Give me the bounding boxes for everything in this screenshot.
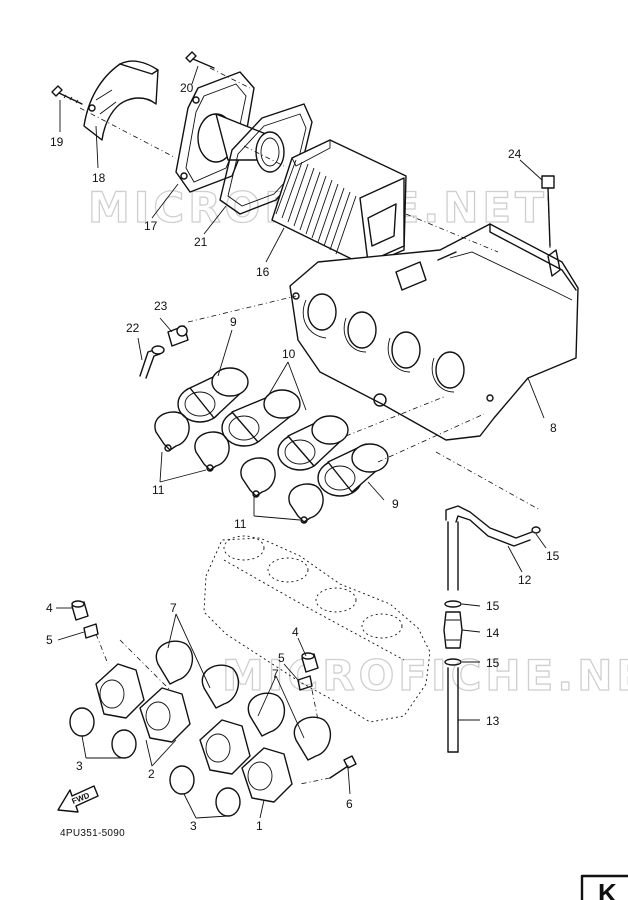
part-5-clip-right: [297, 675, 313, 691]
part-8-airbox: [289, 223, 579, 441]
part-13-hose-upper: [447, 521, 459, 591]
callout-5-right: 5: [278, 651, 285, 665]
part-20-bolt: [185, 51, 215, 69]
callout-14: 14: [486, 626, 500, 640]
assembly-lines: [79, 67, 541, 785]
callout-16: 16: [256, 265, 270, 279]
part-7-clamps: [155, 640, 332, 761]
part-22-hose: [139, 345, 165, 379]
callout-5-left: 5: [46, 633, 53, 647]
callout-24: 24: [508, 147, 522, 161]
callout-3-left: 3: [76, 759, 83, 773]
leader-lines: [56, 65, 547, 819]
part-19-bolt: [51, 85, 83, 105]
callout-12: 12: [518, 573, 532, 587]
part-4-cap-right: [301, 652, 319, 673]
callout-labels: 19 18 17 20 21 16 24 8 23 22 9 10 11 11 …: [46, 81, 560, 833]
part-24-bolt: [541, 175, 555, 249]
part-21-gasket: [219, 103, 313, 215]
part-13-hose-lower: [447, 667, 459, 753]
callout-22: 22: [126, 321, 140, 335]
part-23-cap: [167, 325, 189, 347]
callout-9-lower: 9: [392, 497, 399, 511]
part-4-cap-left: [71, 600, 89, 621]
callout-15-low: 15: [486, 656, 500, 670]
corner-box: K: [580, 874, 628, 900]
fwd-arrow: FWD: [57, 785, 99, 813]
callout-10: 10: [282, 347, 296, 361]
diagram-code: 4PU351-5090: [60, 828, 125, 839]
callout-8: 8: [550, 421, 557, 435]
part-10-joint-c: [277, 415, 349, 471]
callout-6: 6: [346, 797, 353, 811]
part-9-joint-a: [177, 367, 249, 423]
callout-9-upper: 9: [230, 315, 237, 329]
part-2-joints: [95, 663, 191, 743]
corner-letter: K: [598, 878, 617, 900]
callout-17: 17: [144, 219, 158, 233]
callout-7-left: 7: [170, 601, 177, 615]
callout-4-right: 4: [292, 625, 299, 639]
part-6-screw: [329, 755, 357, 779]
part-11-clamps: [154, 411, 324, 524]
callout-1: 1: [256, 819, 263, 833]
callout-15-top: 15: [546, 549, 560, 563]
callout-4-left: 4: [46, 601, 53, 615]
part-15-rings: [444, 600, 462, 666]
callout-3-right: 3: [190, 819, 197, 833]
callout-11-upper: 11: [152, 483, 165, 497]
part-14-filter: [443, 611, 463, 649]
callout-13: 13: [486, 714, 500, 728]
callout-23: 23: [154, 299, 168, 313]
carburetor-assembly: [203, 535, 431, 723]
part-16-filter: [271, 139, 407, 267]
callout-21: 21: [194, 235, 208, 249]
part-1-joints: [199, 719, 293, 803]
part-12-hose: [445, 505, 541, 547]
part-18-cover: [83, 60, 159, 141]
callout-20: 20: [180, 81, 194, 95]
callout-18: 18: [92, 171, 106, 185]
watermark-bottom: MICROFICHE.NET: [222, 651, 628, 700]
callout-7-right: 7: [272, 667, 279, 681]
part-10-joint-b: [221, 389, 301, 447]
part-5-clip-left: [83, 623, 99, 639]
callout-15-mid: 15: [486, 599, 500, 613]
part-9-joint-d: [317, 443, 389, 497]
callout-11-lower: 11: [234, 517, 247, 531]
part-17-plate: [175, 71, 285, 193]
callout-2: 2: [148, 767, 155, 781]
callout-19: 19: [50, 135, 64, 149]
